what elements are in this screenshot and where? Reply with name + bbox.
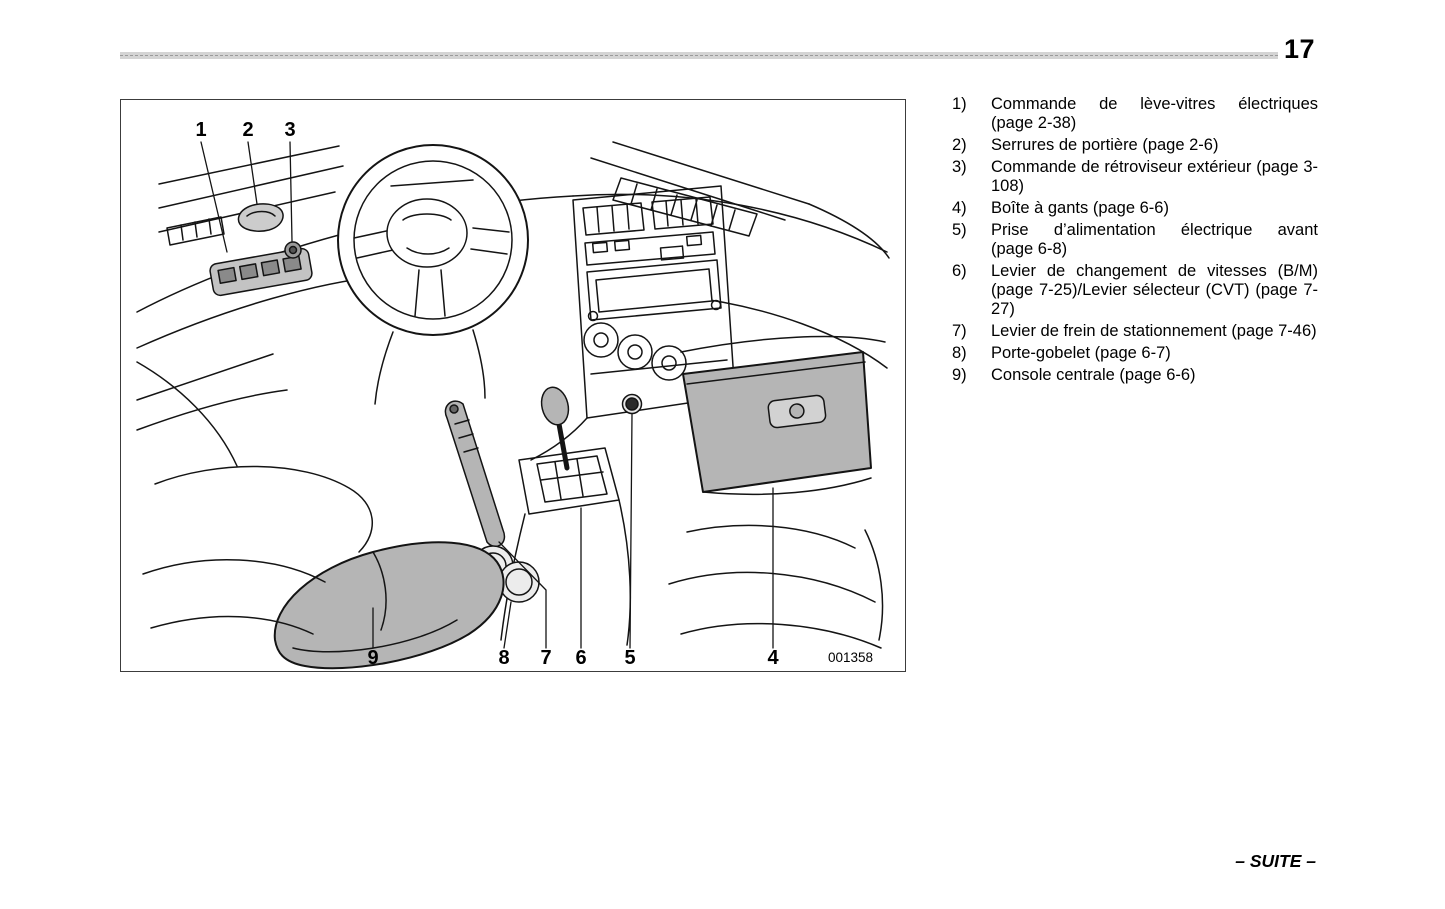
legend-item-text: Porte-gobelet (page 6-7) bbox=[991, 344, 1171, 362]
legend-item-number: 4) bbox=[952, 199, 967, 217]
door-lock-handle bbox=[237, 203, 284, 232]
center-stack bbox=[572, 185, 736, 419]
legend-item-number: 7) bbox=[952, 322, 967, 340]
windshield-lines bbox=[590, 141, 890, 259]
legend-item-text: Console centrale (page 6-6) bbox=[991, 366, 1196, 384]
legend-item: 3) Commande de rétroviseur extérieur (pa… bbox=[952, 158, 1318, 196]
callout-8: 8 bbox=[498, 647, 509, 669]
legend-item-text: Commande de lève-vitres électriques (pag… bbox=[991, 95, 1318, 132]
legend-item-number: 1) bbox=[952, 95, 967, 113]
legend-item: 5) Prise d’alimentation électrique avant… bbox=[952, 221, 1318, 259]
steering-column-lines bbox=[374, 329, 486, 405]
legend-item-number: 8) bbox=[952, 344, 967, 362]
legend-item-number: 6) bbox=[952, 262, 967, 280]
legend-item: 1) Commande de lève-vitres électriques (… bbox=[952, 95, 1318, 133]
legend-item-number: 2) bbox=[952, 136, 967, 154]
legend-item: 4) Boîte à gants (page 6-6) bbox=[952, 199, 1318, 218]
page-number: 17 bbox=[1284, 34, 1316, 64]
interior-diagram-frame: 1 2 3 9 8 7 6 5 4 001358 bbox=[120, 99, 906, 672]
legend-item-number: 3) bbox=[952, 158, 967, 176]
callout-5: 5 bbox=[624, 647, 635, 669]
legend-item: 2) Serrures de portière (page 2-6) bbox=[952, 136, 1318, 155]
interior-diagram: 1 2 3 9 8 7 6 5 4 001358 bbox=[136, 119, 890, 670]
legend-item-text: Levier de changement de vitesses (B/M) (… bbox=[991, 262, 1318, 318]
callout-3: 3 bbox=[284, 119, 295, 141]
callout-9: 9 bbox=[367, 647, 378, 669]
legend-item-text: Serrures de portière (page 2-6) bbox=[991, 136, 1219, 154]
legend-list: 1) Commande de lève-vitres électriques (… bbox=[952, 95, 1318, 388]
window-switch-panel bbox=[209, 247, 313, 297]
legend-item: 8) Porte-gobelet (page 6-7) bbox=[952, 344, 1318, 363]
header-rule bbox=[120, 52, 1278, 59]
callout-4: 4 bbox=[767, 647, 779, 669]
callout-2: 2 bbox=[242, 119, 253, 141]
side-vent-icon bbox=[166, 216, 225, 246]
callout-7: 7 bbox=[540, 647, 551, 669]
footer-suite-marker: – SUITE – bbox=[1235, 851, 1316, 871]
legend-item-number: 5) bbox=[952, 221, 967, 239]
gear-shift-lever bbox=[518, 386, 620, 515]
callout-numbers: 1 2 3 9 8 7 6 5 4 bbox=[195, 119, 779, 669]
mirror-control-switch bbox=[284, 241, 302, 259]
figure-code: 001358 bbox=[828, 650, 873, 665]
display-screen bbox=[586, 259, 722, 321]
legend-item: 7) Levier de frein de stationnement (pag… bbox=[952, 322, 1318, 341]
callout-6: 6 bbox=[575, 647, 586, 669]
legend-item-text: Boîte à gants (page 6-6) bbox=[991, 199, 1169, 217]
steering-wheel bbox=[337, 144, 529, 336]
center-console-armrest bbox=[273, 541, 505, 670]
legend-item-text: Levier de frein de stationnement (page 7… bbox=[991, 322, 1317, 340]
legend-item-text: Prise d’alimentation électrique avant (p… bbox=[991, 221, 1318, 258]
defroster-vent-icon bbox=[612, 177, 758, 237]
legend-item: 9) Console centrale (page 6-6) bbox=[952, 366, 1318, 385]
glove-box bbox=[682, 351, 872, 496]
callout-leader-lines bbox=[200, 141, 774, 649]
legend-item-text: Commande de rétroviseur extérieur (page … bbox=[991, 158, 1318, 195]
door-armrest-lines bbox=[136, 353, 288, 431]
legend-item-number: 9) bbox=[952, 366, 967, 384]
parking-brake-lever bbox=[444, 400, 506, 548]
power-outlet bbox=[621, 393, 643, 415]
legend-item: 6) Levier de changement de vitesses (B/M… bbox=[952, 262, 1318, 319]
callout-1: 1 bbox=[195, 119, 206, 141]
